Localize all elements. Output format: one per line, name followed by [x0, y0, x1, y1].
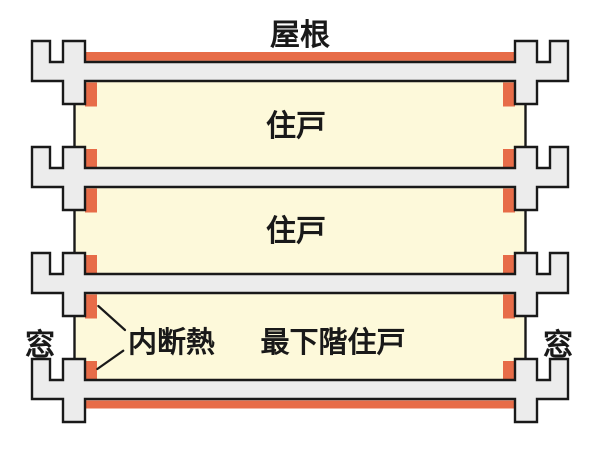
window-glass-lines	[73, 104, 527, 359]
room-upper-unit	[74, 81, 526, 168]
rooms	[74, 81, 526, 380]
floor-slab-2-and-wall-stubs	[30, 145, 570, 212]
window-label-right: 窓	[543, 328, 573, 363]
bottom-slab-and-wall-stubs	[30, 357, 570, 424]
room-middle-unit	[74, 187, 526, 274]
wall-insulation-strip-right-below-slab3	[503, 294, 515, 319]
roof-slab-and-wall-stubs	[30, 39, 570, 106]
roof-insulation-strip	[85, 52, 515, 61]
room-lowest-unit	[74, 293, 526, 380]
insulation-leader-lines	[96, 304, 127, 371]
wall-insulation-strip-left-above-slab2	[85, 149, 97, 168]
concrete-structure	[30, 39, 570, 424]
wall-insulation-strip-left-below-slab2	[85, 188, 97, 213]
floor-slab-3-and-wall-stubs	[30, 251, 570, 318]
wall-insulation-strip-right-below-roof	[503, 82, 515, 107]
lowest-floor-unit-label: 最下階住戸	[260, 325, 405, 359]
wall-insulation-strip-right-above-slab2	[503, 149, 515, 168]
unit-label-upper: 住戸	[266, 109, 326, 144]
wall-insulation-strip-left-above-slab4	[85, 361, 97, 380]
wall-insulation-strip-right-above-slab4	[503, 361, 515, 380]
roof-label: 屋根	[270, 18, 330, 53]
floor-insulation-strip	[85, 400, 515, 409]
unit-label-middle: 住戸	[266, 214, 326, 249]
labels: 屋根 住戸 住戸 最下階住戸 内断熱 窓 窓	[25, 18, 573, 363]
insulation-strips	[85, 52, 515, 409]
window-label-left: 窓	[25, 328, 55, 363]
insulation-label: 内断熱	[128, 325, 215, 359]
wall-insulation-strip-right-below-slab2	[503, 188, 515, 213]
wall-insulation-strip-left-above-slab3	[85, 255, 97, 274]
wall-insulation-strip-right-above-slab3	[503, 255, 515, 274]
wall-insulation-strip-left-below-slab3	[85, 294, 97, 319]
wall-insulation-strip-left-below-roof	[85, 82, 97, 107]
